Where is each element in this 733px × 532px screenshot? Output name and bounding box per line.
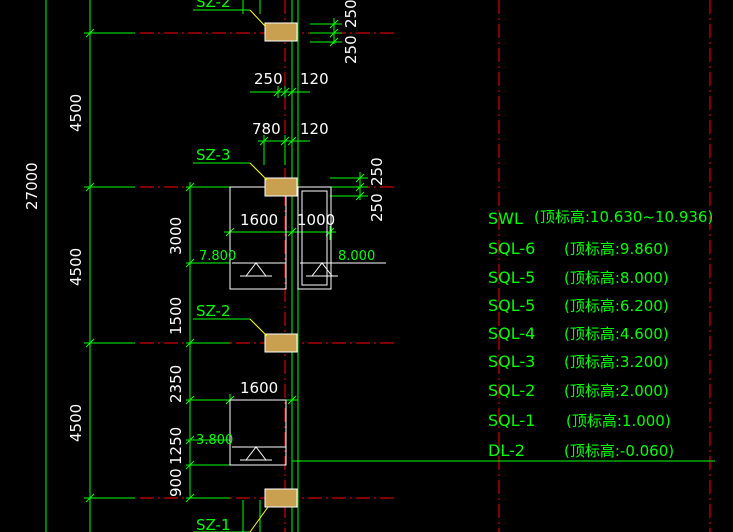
- dim-1000: 1000: [297, 211, 335, 229]
- dim-120-horizontal-b: 120: [300, 120, 329, 138]
- dim-250-top: 250: [342, 0, 360, 28]
- legend-code-7: SQL-1: [488, 411, 535, 430]
- legend-code-8: DL-2: [488, 441, 525, 460]
- dimension-texts: 27000 4500 4500 4500 250 250 250 120 780…: [23, 0, 386, 497]
- dim-1600-lower: 1600: [240, 379, 278, 397]
- opening-right-upper: [297, 186, 332, 290]
- legend-code-3: SQL-5: [488, 296, 535, 315]
- legend-note-7: (顶标高:1.000): [566, 412, 671, 430]
- dim-1500: 1500: [167, 297, 185, 335]
- legend: SWL (顶标高:10.630~10.936) SQL-6 (顶标高:9.860…: [488, 208, 713, 460]
- column-sz3: [264, 177, 298, 197]
- label-elevation-8000: 8.000: [338, 249, 375, 264]
- dim-120-horizontal-a: 120: [300, 70, 329, 88]
- label-leaders: [193, 9, 269, 532]
- dim-250-mid: 250: [368, 157, 386, 186]
- dim-story-a: 4500: [67, 94, 85, 132]
- dim-900: 900: [167, 468, 185, 497]
- dim-1600-upper: 1600: [240, 211, 278, 229]
- label-sz2-top: SZ-2: [196, 0, 231, 11]
- legend-note-0: (顶标高:10.630~10.936): [534, 208, 713, 226]
- opening-left-upper: [229, 186, 287, 290]
- label-sz1: SZ-1: [196, 516, 231, 532]
- label-elevation-3800: 3.800: [196, 433, 233, 448]
- column-sz2-top: [264, 22, 298, 42]
- legend-note-6: (顶标高:2.000): [564, 382, 669, 400]
- opening-outlines: [229, 186, 386, 466]
- legend-code-5: SQL-3: [488, 352, 535, 371]
- green-labels: SZ-2 SZ-3 SZ-2 SZ-1 7.800 8.000 3.800: [196, 0, 375, 532]
- legend-note-3: (顶标高:6.200): [564, 297, 669, 315]
- dimension-lines: [45, 0, 715, 532]
- dim-3000: 3000: [167, 217, 185, 255]
- columns: [264, 22, 298, 508]
- legend-code-4: SQL-4: [488, 324, 535, 343]
- legend-code-1: SQL-6: [488, 239, 535, 258]
- dim-250-mid2: 250: [368, 193, 386, 222]
- column-sz1: [264, 488, 298, 508]
- dim-1250: 1250: [167, 427, 185, 465]
- dim-story-b: 4500: [67, 248, 85, 286]
- opening-left-lower: [229, 399, 287, 466]
- legend-code-6: SQL-2: [488, 381, 535, 400]
- label-elevation-7800: 7.800: [199, 249, 236, 264]
- dim-250-top2: 250: [342, 35, 360, 64]
- legend-note-1: (顶标高:9.860): [564, 240, 669, 258]
- legend-note-8: (顶标高:-0.060): [564, 442, 674, 460]
- dim-total-height: 27000: [23, 162, 41, 210]
- legend-note-5: (顶标高:3.200): [564, 353, 669, 371]
- dim-250-horizontal: 250: [254, 70, 283, 88]
- column-sz2-mid: [264, 333, 298, 353]
- dim-780: 780: [252, 120, 281, 138]
- legend-note-4: (顶标高:4.600): [564, 325, 669, 343]
- label-sz2-mid: SZ-2: [196, 302, 231, 320]
- legend-code-2: SQL-5: [488, 268, 535, 287]
- dim-2350: 2350: [167, 365, 185, 403]
- dim-story-c: 4500: [67, 404, 85, 442]
- legend-code-0: SWL: [488, 209, 523, 228]
- legend-note-2: (顶标高:8.000): [564, 269, 669, 287]
- label-sz3: SZ-3: [196, 146, 231, 164]
